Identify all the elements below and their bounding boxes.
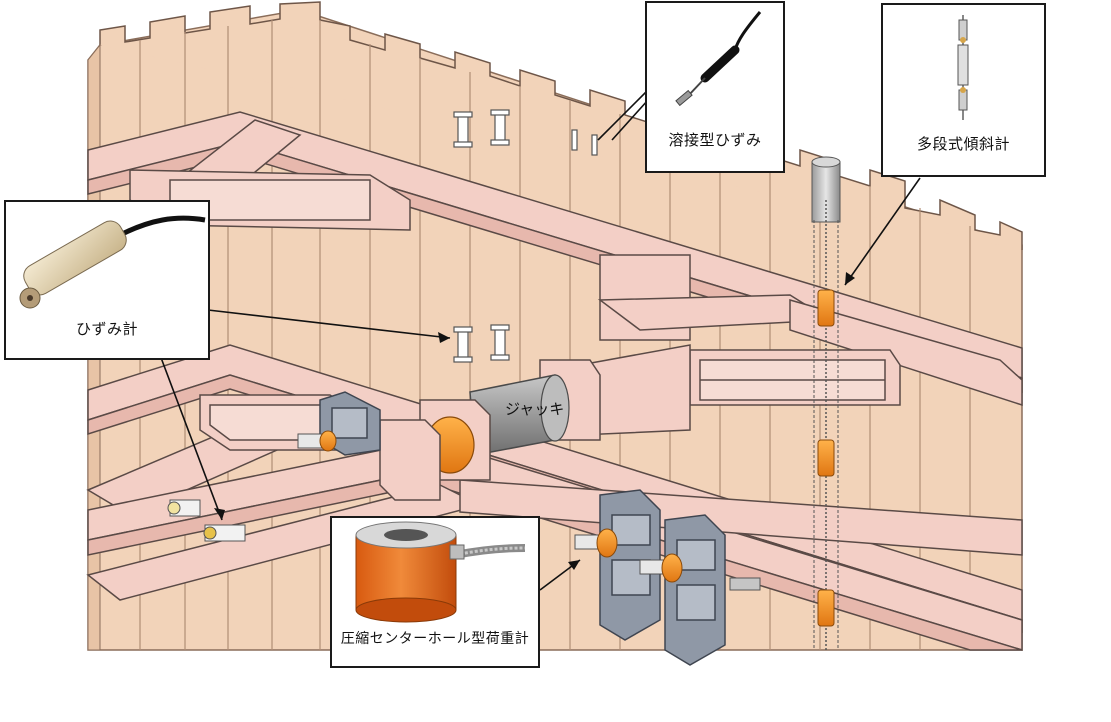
brackets xyxy=(319,391,726,666)
jack-assembly xyxy=(379,344,691,501)
load-cell-label: 圧縮センターホール型荷重計 xyxy=(340,631,530,647)
inclinometer-label: 多段式傾斜計 xyxy=(916,135,1010,153)
jack-label: ジャッキ xyxy=(505,400,565,418)
weld-strain-callout: 溶接型ひずみ xyxy=(645,1,785,173)
strain-gauge-label: ひずみ計 xyxy=(75,320,138,338)
load-cell-callout: 圧縮センターホール型荷重計 xyxy=(330,516,540,668)
wall-strain-gauges xyxy=(453,109,598,363)
leader-lines xyxy=(159,89,921,591)
bracket-jacks xyxy=(297,430,761,591)
inclinometer-pipe xyxy=(811,156,841,650)
inclinometer-callout: 多段式傾斜計 xyxy=(881,3,1046,177)
strut-strain-gauges xyxy=(167,499,246,542)
lower-strut-frame xyxy=(86,344,1023,652)
leader-arrowheads xyxy=(214,272,855,570)
weld-strain-label: 溶接型ひずみ xyxy=(668,131,762,149)
strain-gauge-callout: ひずみ計 xyxy=(4,200,210,360)
